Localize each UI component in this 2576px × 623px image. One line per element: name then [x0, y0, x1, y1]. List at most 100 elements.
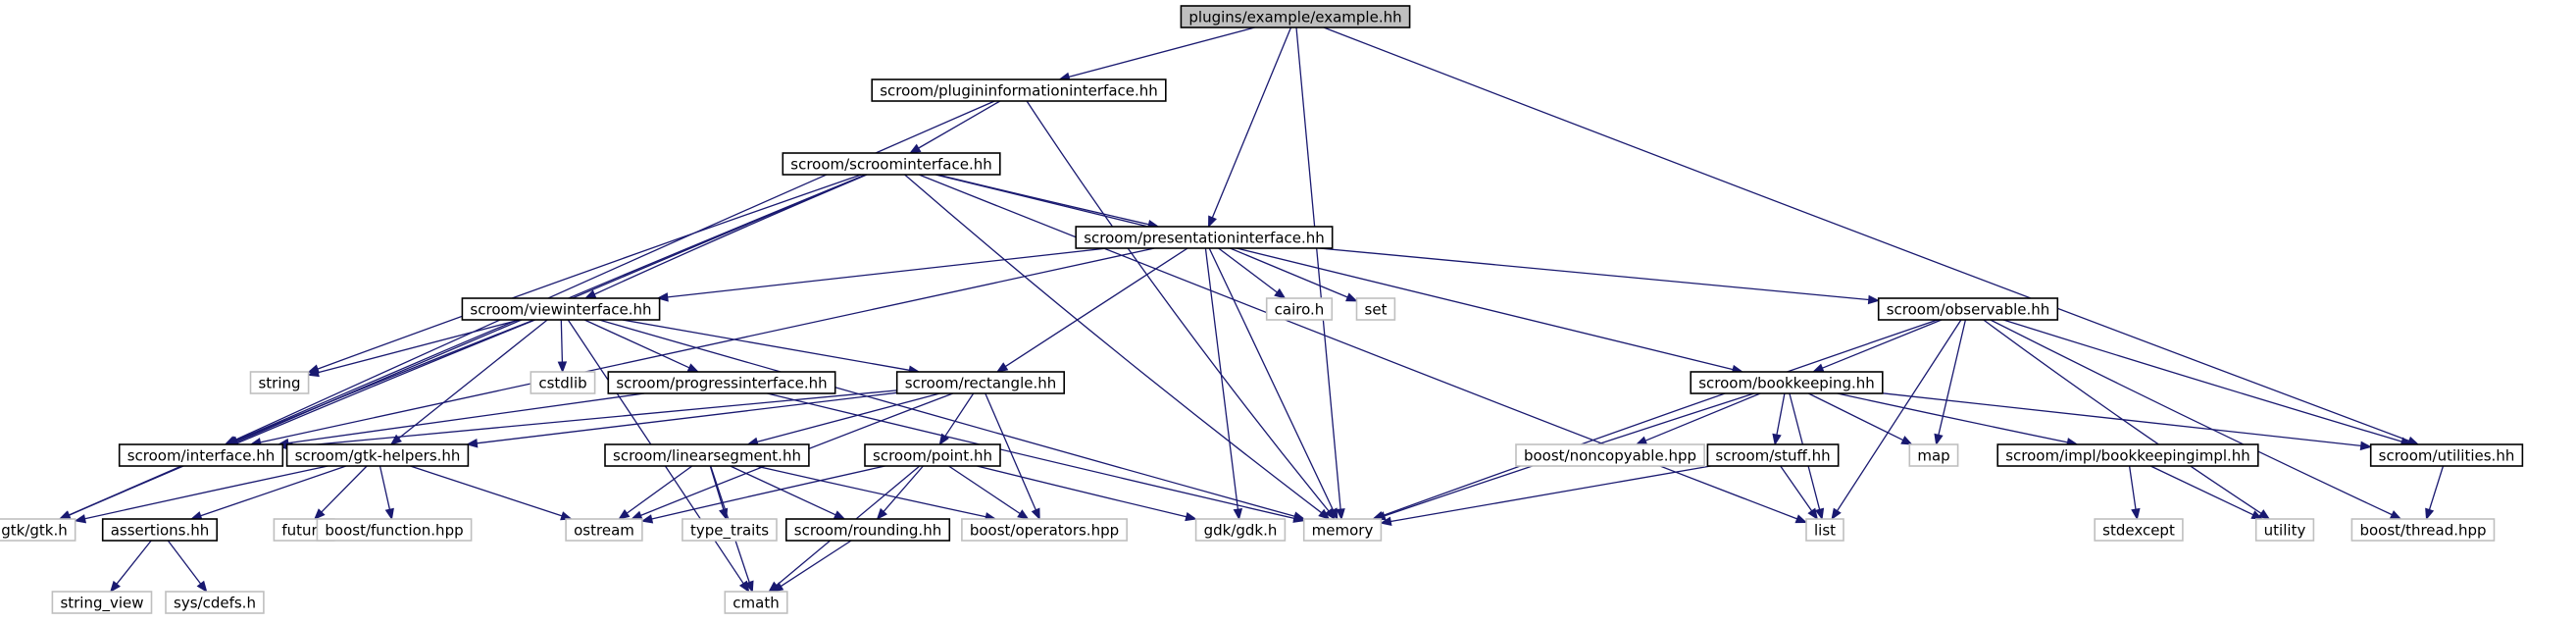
node-root[interactable]: plugins/example/example.hh — [1180, 5, 1411, 28]
edge-ls-to-bop — [755, 465, 997, 522]
node-obs[interactable]: scroom/observable.hh — [1877, 297, 2059, 321]
node-label: ostream — [574, 522, 634, 540]
node-box — [249, 371, 310, 394]
edge-line — [1390, 465, 1711, 523]
node-pgi[interactable]: scroom/progressinterface.hh — [607, 371, 836, 394]
edge-vi-to-rect — [622, 319, 921, 375]
edge-arrowhead — [1345, 292, 1358, 302]
node-bthr: boost/thread.hpp — [2350, 518, 2496, 542]
edge-arrowhead — [1831, 507, 1842, 521]
edge-obs-to-utility — [1983, 319, 2271, 520]
edge-si-to-memory — [904, 174, 1331, 520]
edge-line — [1990, 319, 2393, 516]
node-box — [1908, 443, 1959, 467]
node-box — [1194, 518, 1287, 542]
edge-line — [1938, 319, 1967, 436]
node-box — [871, 78, 1167, 102]
node-bfun: boost/function.hpp — [316, 518, 473, 542]
edge-line — [1026, 100, 1330, 512]
edge-pt-to-ostream — [640, 465, 885, 524]
edge-line — [292, 389, 897, 447]
node-iface[interactable]: scroom/interface.hh — [118, 443, 284, 467]
edge-arrowhead — [2131, 507, 2141, 521]
node-rnd[interactable]: scroom/rounding.hh — [784, 518, 951, 542]
edge-obs-to-bk — [1811, 319, 1943, 373]
node-box — [1706, 443, 1840, 467]
node-rect[interactable]: scroom/rectangle.hh — [895, 371, 1066, 394]
edge-arrowhead — [1274, 287, 1287, 299]
edge-gtkh-to-ostream — [410, 465, 573, 521]
edge-line — [1218, 247, 1278, 293]
edge-line — [477, 391, 897, 444]
node-bki[interactable]: scroom/impl/bookkeepingimpl.hh — [1996, 443, 2259, 467]
edge-line — [622, 319, 910, 371]
node-gtkh[interactable]: scroom/gtk-helpers.hh — [285, 443, 470, 467]
edge-arrowhead — [771, 582, 784, 593]
node-pt[interactable]: scroom/point.hh — [864, 443, 1001, 467]
edge-line — [1837, 392, 2068, 443]
edge-arrowhead — [307, 368, 320, 378]
node-label: cstdlib — [538, 375, 586, 392]
edge-vi-to-cstdlib — [557, 319, 568, 374]
edge-line — [1323, 26, 2410, 442]
edge-pii-to-si — [908, 100, 1001, 154]
edge-rect-to-pt — [938, 392, 975, 446]
node-label: cairo.h — [1275, 301, 1325, 319]
edge-arrowhead — [1934, 433, 1944, 446]
node-stuff[interactable]: scroom/stuff.hh — [1706, 443, 1840, 467]
edge-line — [2002, 319, 2402, 442]
edge-arrowhead — [640, 514, 654, 524]
edge-arrowhead — [2257, 509, 2271, 520]
edge-line — [2149, 465, 2254, 516]
edge-arrowhead — [1292, 513, 1306, 523]
node-label: future — [281, 522, 326, 540]
node-utility: utility — [2254, 518, 2315, 542]
edge-pgi-to-iface — [277, 392, 645, 448]
edge-arrowhead — [1867, 294, 1881, 305]
node-vi[interactable]: scroom/viewinterface.hh — [461, 297, 661, 321]
edge-pi-to-set — [1230, 247, 1358, 302]
node-box — [1302, 518, 1383, 542]
edge-bki-to-utility — [2149, 465, 2264, 520]
edge-line — [410, 465, 563, 517]
edge-line — [730, 465, 836, 516]
edge-arrowhead — [876, 507, 887, 521]
node-asrt[interactable]: assertions.hh — [101, 518, 218, 542]
node-box — [782, 152, 1001, 176]
edge-line — [756, 392, 940, 443]
node-label: boost/noncopyable.hpp — [1524, 447, 1696, 465]
edge-pgi-to-memory — [767, 392, 1306, 523]
node-label: scroom/impl/bookkeepingimpl.hh — [2005, 447, 2250, 465]
edge-line — [379, 465, 391, 510]
edge-vi-to-gtk — [59, 319, 535, 520]
edge-line — [1230, 247, 1348, 298]
file-nodes: plugins/example/example.hh scroom/plugini… — [0, 5, 2524, 614]
node-box — [961, 518, 1129, 542]
node-box — [165, 591, 265, 614]
edge-line — [116, 540, 152, 585]
node-bk[interactable]: scroom/bookkeeping.hh — [1690, 371, 1884, 394]
node-pi[interactable]: scroom/presentationinterface.hh — [1075, 226, 1334, 249]
edge-arrowhead — [630, 510, 643, 520]
node-list: list — [1805, 518, 1844, 542]
edge-arrowhead — [557, 361, 568, 374]
node-box — [864, 443, 1001, 467]
edge-line — [260, 247, 1155, 443]
node-ls[interactable]: scroom/linearsegment.hh — [604, 443, 810, 467]
edge-pt-to-bop — [948, 465, 1030, 520]
node-box — [285, 443, 470, 467]
edge-arrowhead — [995, 362, 1009, 373]
edge-line — [626, 465, 693, 514]
edge-line — [985, 392, 1036, 511]
edge-line — [69, 319, 535, 516]
node-pii[interactable]: scroom/plugininformationinterface.hh — [871, 78, 1167, 102]
edge-arrowhead — [1336, 508, 1345, 521]
edge-arrowhead — [1017, 509, 1030, 520]
edge-line — [918, 100, 1001, 149]
node-util[interactable]: scroom/utilities.hh — [2369, 443, 2524, 467]
edge-line — [598, 319, 1295, 517]
node-box — [682, 518, 778, 542]
node-si[interactable]: scroom/scroominterface.hh — [782, 152, 1001, 176]
edge-arrowhead — [1233, 508, 1243, 521]
edge-line — [755, 465, 986, 518]
